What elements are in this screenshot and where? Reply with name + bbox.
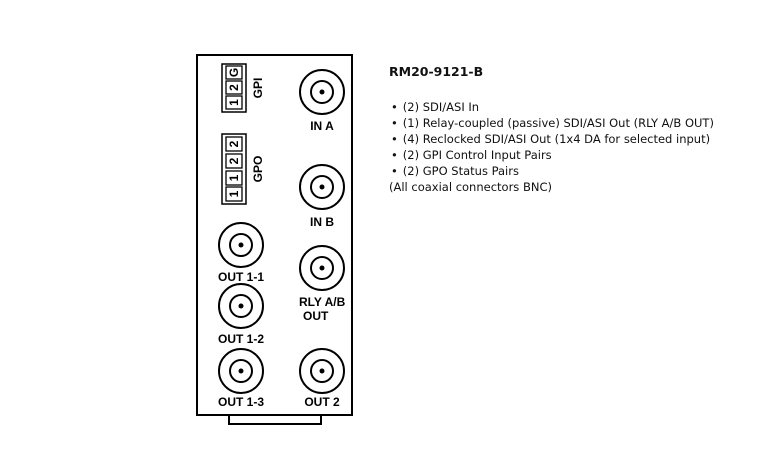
feature-item: (1) Relay-coupled (passive) SDI/ASI Out … [391,115,759,131]
gpo-terminal: 1 [225,186,243,202]
feature-list: (2) SDI/ASI In (1) Relay-coupled (passiv… [389,99,759,179]
feature-item: (4) Reclocked SDI/ASI Out (1x4 DA for se… [391,131,759,147]
connector-note: (All coaxial connectors BNC) [389,180,552,194]
bnc-connector-out-1-3 [218,348,264,394]
model-title: RM20-9121-B [389,64,484,79]
bnc-connector-out-1-2 [218,283,264,329]
in-a-label: IN A [310,119,334,133]
gpi-terminal-g: G [225,65,243,80]
out-1-3-label: OUT 1-3 [218,395,264,409]
bnc-connector-rly-ab-out [299,245,345,291]
bnc-connector-out-1-1 [218,222,264,268]
out-1-2-label: OUT 1-2 [218,332,264,346]
gpi-terminal-1: 1 [225,95,243,110]
bnc-connector-out-2 [299,348,345,394]
feature-item: (2) SDI/ASI In [391,99,759,115]
feature-item: (2) GPI Control Input Pairs [391,147,759,163]
gpi-terminal-2: 2 [225,80,243,95]
gpo-terminal: 2 [225,136,243,152]
gpo-terminal: 2 [225,153,243,169]
gpi-terminal-g-label: G [227,68,241,77]
gpi-terminal-block: 1 2 G GPI [221,63,265,113]
out-1-1-label: OUT 1-1 [218,270,264,284]
out-2-label: OUT 2 [304,395,340,409]
panel-bottom-tab [228,415,322,425]
feature-item: (2) GPO Status Pairs [391,163,759,179]
gpo-terminal-label: 2 [227,140,241,147]
gpo-terminal-block: 1 1 2 2 GPO [221,133,265,205]
gpi-terminal-1-label: 1 [227,99,241,106]
rly-ab-out-label-line2: OUT [303,309,329,323]
spec-list: RM20-9121-B (2) SDI/ASI In (1) Relay-cou… [389,64,759,195]
bnc-connector-in-a [299,69,345,115]
gpo-terminal: 1 [225,170,243,186]
bnc-connector-in-b [299,164,345,210]
gpi-label: GPI [251,78,265,99]
rly-ab-out-label-line1: RLY A/B [299,295,346,309]
gpo-terminal-label: 2 [227,157,241,164]
gpo-terminal-label: 1 [227,174,241,181]
gpo-terminal-label: 1 [227,190,241,197]
gpi-terminal-2-label: 2 [227,84,241,91]
gpo-label: GPO [251,156,265,183]
in-b-label: IN B [310,215,334,229]
